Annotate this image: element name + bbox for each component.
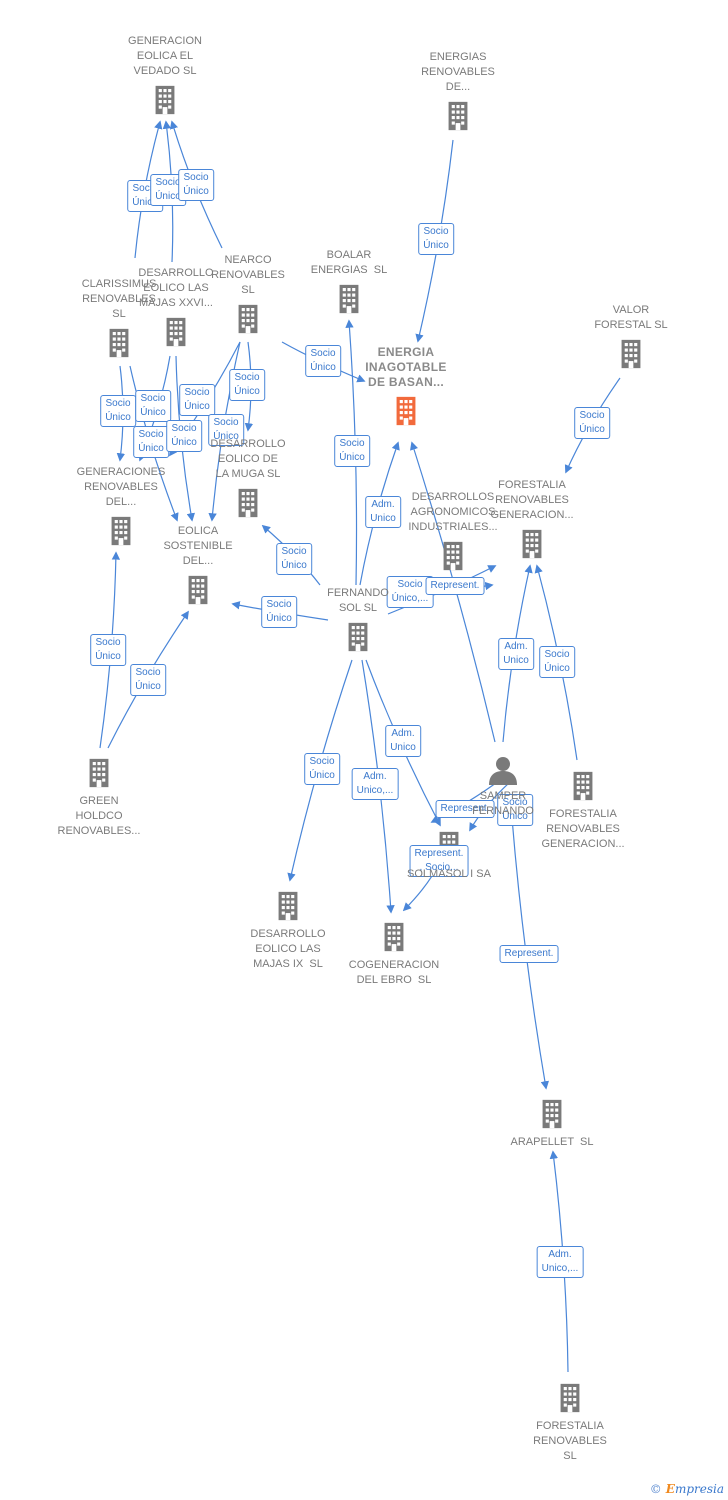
building-icon[interactable] [522,529,542,559]
edge-label[interactable]: Adm. Unico,... [536,1246,584,1278]
building-icon[interactable] [166,317,186,347]
edge-label[interactable]: Socio Único [539,646,575,678]
node-label-solmasol[interactable]: SOLMASOL I SA [407,868,491,880]
edge-label[interactable]: Socio Único [276,543,312,575]
node-label-forestalia-gen2[interactable]: FORESTALIA RENOVABLES GENERACION... [541,808,625,850]
node-label-forestalia-sl[interactable]: FORESTALIA RENOVABLES SL [533,1420,607,1462]
node-label-forestalia-gen1[interactable]: FORESTALIA RENOVABLES GENERACION... [490,479,574,521]
edge-label[interactable]: Socio Único [100,395,136,427]
node-label-des-xxvi[interactable]: DESARROLLO EOLICO LAS MAJAS XXVI... [138,267,214,309]
edge-label[interactable]: Socio Único [261,596,297,628]
edge-label[interactable]: Socio Único [130,664,166,696]
node-label-nearco[interactable]: NEARCO RENOVABLES SL [211,254,285,296]
edge-label[interactable]: Socio Único [166,420,202,452]
node-label-generaciones[interactable]: GENERACIONES RENOVABLES DEL... [76,466,166,508]
edge-label[interactable]: Socio Único [418,223,454,255]
building-icon[interactable] [89,758,109,788]
building-icon[interactable] [109,328,129,358]
edge-label[interactable]: Adm. Unico [385,725,421,757]
node-label-cogeneracion[interactable]: COGENERACION DEL EBRO SL [348,959,440,986]
node-label-boalar[interactable]: BOALAR ENERGIAS SL [310,249,388,276]
building-icon[interactable] [443,541,463,571]
node-label-green-holdco[interactable]: GREEN HOLDCO RENOVABLES... [57,795,141,837]
edge-label[interactable]: Socio Único [133,426,169,458]
edge-label[interactable]: Adm. Unico [365,496,401,528]
edge-label[interactable]: Represent. [499,945,559,963]
edge-label[interactable]: Socio Único [574,407,610,439]
edge-label[interactable]: Socio Único [179,384,215,416]
building-icon[interactable] [448,101,468,131]
edge-label[interactable]: Represent. [425,577,485,595]
edge-label[interactable]: Socio Único [305,345,341,377]
edge-label[interactable]: Socio Único [135,390,171,422]
edge-label[interactable]: Represent. [435,800,495,818]
node-label-valor-forestal[interactable]: VALOR FORESTAL SL [594,304,668,331]
node-label-des-ix[interactable]: DESARROLLO EOLICO LAS MAJAS IX SL [250,928,326,970]
building-icon[interactable] [573,771,593,801]
building-icon[interactable] [278,891,298,921]
building-icon[interactable] [339,284,359,314]
empresia-logo[interactable]: ©Empresia [649,1482,724,1496]
edge-label[interactable]: Socio Único [178,169,214,201]
node-label-muga[interactable]: DESARROLLO EOLICO DE LA MUGA SL [210,438,286,480]
building-icon[interactable] [396,396,416,426]
edge-label[interactable]: Socio Único [229,369,265,401]
node-label-energias-renov[interactable]: ENERGIAS RENOVABLES DE... [421,51,495,93]
edge-label[interactable]: Socio Único [497,794,533,826]
building-icon[interactable] [238,488,258,518]
building-icon[interactable] [155,85,175,115]
building-icon[interactable] [621,339,641,369]
node-label-des-agronomicos[interactable]: DESARROLLOS AGRONOMICOS INDUSTRIALES... [408,491,498,533]
edge-label[interactable]: Adm. Unico,... [351,768,399,800]
building-icon[interactable] [384,922,404,952]
node-label-eolica-sostenible[interactable]: EOLICA SOSTENIBLE DEL... [163,525,233,567]
edge-label[interactable]: Socio Único [304,753,340,785]
edge-label[interactable]: Represent. , Socio... [409,845,469,877]
building-icon[interactable] [560,1383,580,1413]
building-icon[interactable] [348,622,368,652]
node-label-person[interactable]: Samper Fernando [472,790,534,817]
building-icon[interactable] [188,575,208,605]
edge-label[interactable]: Socio Único [334,435,370,467]
edge-label[interactable]: Socio Único [90,634,126,666]
person-icon[interactable] [489,757,517,785]
node-label-energia-inagotable[interactable]: ENERGIA INAGOTABLE DE BASAN... [365,345,447,389]
node-label-arapellet[interactable]: ARAPELLET SL [510,1136,594,1148]
edge-label[interactable]: Adm. Unico [498,638,534,670]
node-label-clarissimus[interactable]: CLARISSIMUS RENOVABLES SL [81,278,157,320]
node-label-gen-eolica[interactable]: GENERACION EOLICA EL VEDADO SL [128,35,202,77]
building-icon[interactable] [238,304,258,334]
node-label-fernando-sol[interactable]: FERNANDO SOL SL [327,587,389,614]
building-icon[interactable] [542,1099,562,1129]
building-icon[interactable] [111,516,131,546]
edge-label[interactable]: Socio Único [208,414,244,446]
